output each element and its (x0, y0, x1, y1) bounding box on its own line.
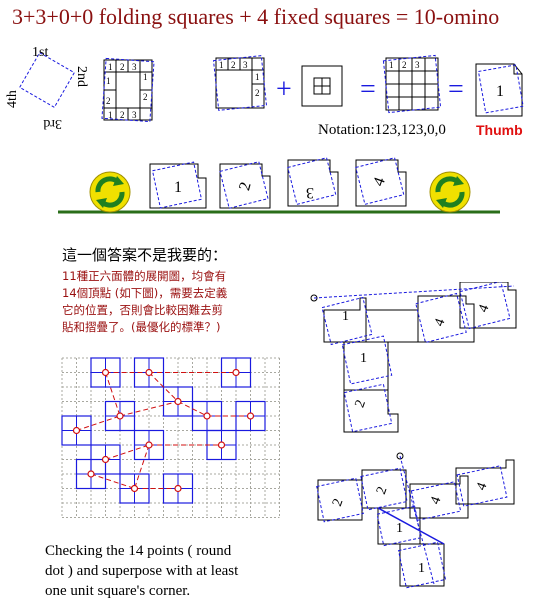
combined-3: 3 (415, 60, 420, 70)
net-upper-digit-e: 4 (476, 303, 492, 315)
chinese-line-3: 它的位置，否則會比較困難去剪 (62, 303, 223, 317)
top-diagram: 1st 2nd 3rd 4th 1 2 3 1 2 3 1 2 1 2 (5, 45, 524, 214)
connector-line (105, 444, 150, 460)
ring-bot-3: 3 (132, 110, 137, 120)
combined-1: 1 (389, 60, 394, 70)
net-lower-digit-f: 4 (474, 481, 490, 493)
net-lower-digit-b: 2 (374, 485, 390, 497)
vertex-dot (145, 368, 153, 377)
vertex-dot (101, 368, 110, 377)
animation-row: 1 2 3 4 (58, 157, 500, 214)
vertex-dot (116, 412, 124, 420)
ring-top-3: 3 (132, 62, 137, 72)
equals-sign-2: = (448, 74, 464, 105)
ring-bot-1: 1 (108, 110, 113, 120)
strip-side-2: 2 (255, 88, 260, 98)
chinese-heading: 這一個答案不是我要的： (62, 246, 228, 264)
vertex-dot (72, 426, 81, 435)
combined-omino: 1 2 3 (382, 54, 442, 114)
checking-line-3: one unit square's corner. (45, 583, 191, 599)
connector-line (76, 415, 121, 431)
label-3rd: 3rd (43, 116, 62, 131)
net-upper-digit-d: 4 (432, 317, 448, 329)
ring-bot-2: 2 (120, 110, 125, 120)
vertex-dot (203, 412, 211, 420)
frame1-digit: 1 (174, 179, 182, 196)
vertex-dot (174, 484, 182, 493)
flap-frame-1: 1 (149, 161, 207, 209)
connector-line (134, 444, 150, 489)
label-1st: 1st (32, 45, 48, 60)
page-title: 3+3+0+0 folding squares + 4 fixed square… (12, 4, 500, 29)
net-lower-digit-c: 1 (396, 521, 403, 536)
connector-line (177, 401, 208, 417)
checking-note: Checking the 14 points ( round dot ) and… (45, 541, 285, 601)
net-lower: 2 2 1 1 4 4 (316, 452, 515, 589)
ring-right-2: 2 (143, 92, 148, 102)
connector-line (90, 473, 135, 489)
vertex-dot (217, 441, 226, 449)
chinese-line-1: 11種正六面體的展開圖，均會有 (62, 269, 227, 283)
ring-left-1: 1 (106, 76, 111, 86)
equals-sign-1: = (360, 74, 376, 105)
plus-sign: + (276, 74, 292, 105)
checking-line-1: Checking the 14 points ( round (45, 543, 232, 559)
net-upper-digit-c: 2 (353, 398, 369, 410)
connector-line (119, 401, 179, 417)
vertex-dot (87, 470, 95, 478)
ring-left-2: 2 (106, 96, 111, 106)
chinese-line-2: 14個頂點 (如下圖)，需要去定義 (62, 286, 228, 300)
strip-side-1: 1 (255, 72, 260, 82)
combined-2: 2 (402, 60, 407, 70)
chinese-line-4: 貼和摺疊了。(最優化的標準？) (62, 320, 221, 334)
orientation-square: 1st 2nd 3rd 4th (5, 45, 89, 131)
vertex-dot (232, 368, 240, 377)
vertex-dot (130, 484, 139, 493)
fixed-squares (301, 65, 343, 107)
connector-line (148, 372, 179, 402)
ring-top-2: 2 (120, 62, 125, 72)
blue-point-boxes (61, 357, 266, 504)
result-digit: 1 (496, 83, 504, 100)
strip-2: 2 (231, 60, 236, 70)
ring-right-1: 1 (143, 72, 148, 82)
strip-3: 3 (243, 60, 248, 70)
vertex-dot (101, 455, 110, 464)
frame4-digit: 4 (370, 175, 389, 188)
grid-lines (61, 357, 280, 518)
frame2-digit: 2 (236, 180, 254, 192)
net-upper-digit-b: 1 (360, 351, 367, 366)
folding-strip: 1 2 3 1 2 (212, 55, 268, 111)
vertex-dot (174, 397, 182, 406)
vertex-dots (72, 368, 255, 493)
recycle-icon-left (89, 171, 131, 213)
ring-of-flaps: 1 2 3 1 2 3 1 2 1 2 (101, 57, 155, 123)
net-lower-digit-a: 2 (330, 497, 346, 509)
recycle-icon-right (429, 171, 471, 213)
net-upper: 1 1 2 4 4 (310, 282, 517, 433)
connector-line (105, 372, 121, 417)
ring-top-1: 1 (108, 62, 113, 72)
flap-frame-4: 4 (355, 157, 407, 207)
vertex-dot (145, 441, 153, 449)
strip-1: 1 (219, 60, 224, 70)
red-dashed-connectors (76, 372, 251, 489)
net-lower-digit-d: 1 (418, 561, 425, 576)
flap-frame-2: 2 (219, 161, 271, 209)
chinese-body: 11種正六面體的展開圖，均會有 14個頂點 (如下圖)，需要去定義 它的位置，否… (62, 268, 262, 336)
label-4th: 4th (5, 90, 20, 108)
net-lower-digit-e: 4 (428, 495, 444, 507)
vertex-grid (61, 357, 280, 518)
checking-line-2: dot ) and superpose with at least (45, 563, 239, 579)
net-upper-digit-a: 1 (342, 309, 349, 324)
vertex-dot (246, 412, 255, 420)
flap-frame-3: 3 (287, 157, 339, 207)
label-2nd: 2nd (74, 66, 89, 87)
frame3-digit: 3 (306, 184, 314, 201)
result-square: 1 (475, 63, 524, 117)
thumb-label: Thumb (476, 122, 523, 138)
notation-text: Notation:123,123,0,0 (318, 122, 446, 138)
cube-nets: 1 1 2 4 4 2 2 1 1 4 4 (310, 282, 517, 589)
